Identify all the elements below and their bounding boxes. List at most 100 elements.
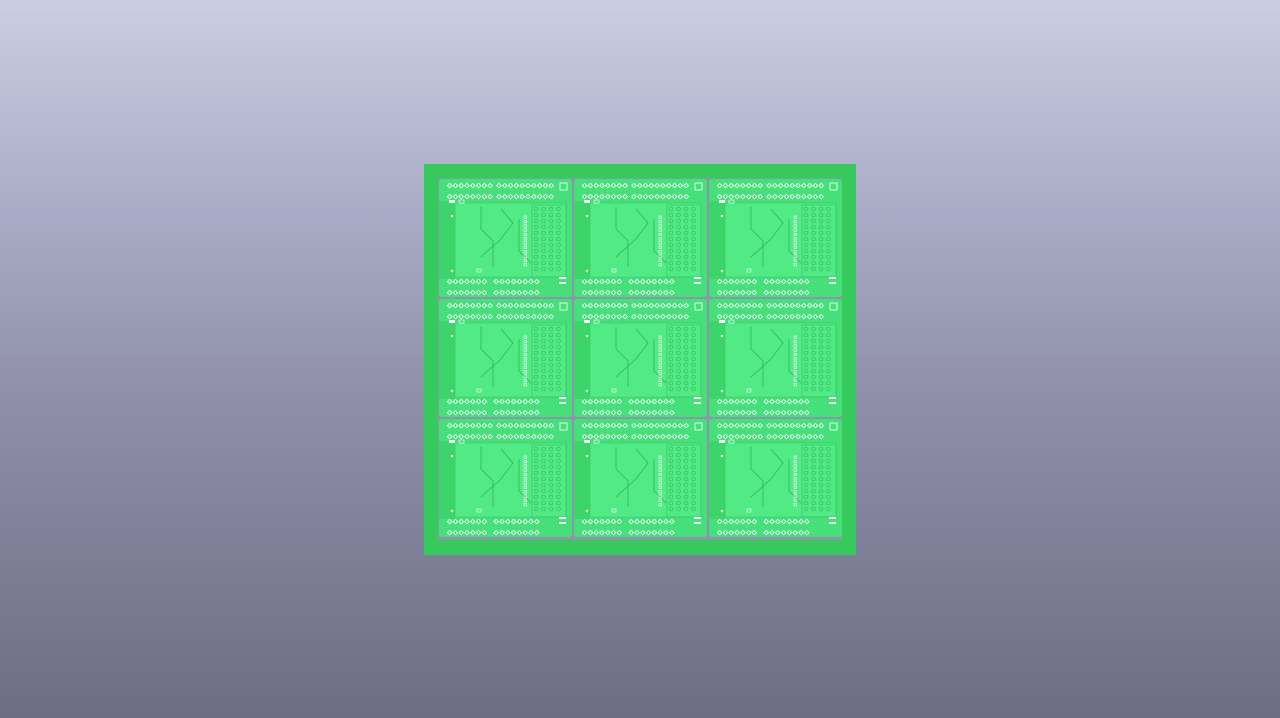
pcb-panel[interactable] [424,164,856,555]
header-pad [587,182,594,189]
connector-pin [818,482,824,488]
header-pad [734,289,740,296]
component-footprint [746,268,752,273]
ic-pad [523,494,527,498]
header-pad [610,518,617,525]
header-pad [654,193,661,200]
ic-pad [658,263,662,267]
component-footprint [719,320,725,323]
header-pad [548,422,555,429]
header-pad [774,398,781,405]
trace [518,339,532,384]
connector-pin [803,506,809,512]
header-pad [446,518,453,525]
header-pad [722,398,729,405]
pcb-board[interactable] [439,419,572,537]
connector-pin [541,242,546,248]
ic-pad [523,245,527,249]
connector-pin [683,368,689,374]
component-footprint [449,320,455,323]
header-pad [458,398,465,405]
header-pad [522,398,529,405]
pcb-board[interactable] [439,179,572,297]
connector-pin [691,506,696,512]
header-pad [683,433,690,440]
header-pad [507,193,514,200]
connector-pin [811,470,816,476]
ic-pad [793,224,797,228]
logo-marker [559,422,568,431]
header-pad [806,313,813,320]
trace [788,459,802,504]
header-pad [739,518,746,525]
pcb-board[interactable] [439,299,572,417]
header-pad [581,529,588,536]
silkscreen-mark [694,402,701,404]
connector-pin [676,362,681,368]
header-pad [446,193,453,200]
header-pad [616,278,623,285]
ic-pad [523,370,527,374]
pcb-board[interactable] [574,419,707,537]
mounting-hole [450,509,454,513]
connector-pin [691,230,696,236]
connector-pin [541,344,546,350]
header-pad [651,518,658,525]
ic-pad [793,263,797,267]
header-pad [734,529,740,536]
connector-pin [556,254,561,260]
ic-pad [523,490,527,494]
component-footprint [458,199,465,204]
trace [788,339,802,384]
header-pad [475,278,482,285]
header-pad [530,302,537,309]
connector-pin [556,500,561,506]
pcb-board[interactable] [709,179,842,297]
header-pad [599,289,605,296]
header-pad [636,433,643,440]
connector-pin [818,458,824,464]
header-pad [665,302,672,309]
connector-pin [818,362,824,368]
header-pad [458,289,465,296]
ic-pad [523,344,527,348]
header-pad [798,398,804,405]
header-pad [663,529,669,536]
header-pad [777,193,784,200]
ic-pad [658,370,662,374]
header-pad [604,422,611,429]
connector-pin [683,494,689,500]
pcb-board[interactable] [709,419,842,537]
header-pad [648,313,655,320]
header-pad [645,409,652,416]
header-pad [786,398,793,405]
trace [480,328,514,378]
component-footprint [593,319,600,324]
pcb-board[interactable] [574,299,707,417]
connector-pin [691,254,696,260]
component-footprint [584,440,590,443]
header-pad [475,398,482,405]
header-pad [610,302,617,309]
header-pad [663,289,669,296]
header-pad [528,518,534,525]
header-pad [496,433,502,440]
component-footprint [728,439,735,444]
connector-pin [691,476,696,482]
connector-pin [826,224,831,230]
header-pad [766,422,772,429]
connector-pin [668,476,674,482]
pcb-board[interactable] [574,179,707,297]
trace [480,447,494,507]
connector-pin [691,218,696,224]
connector-pin [811,248,816,254]
header-pad [525,422,531,429]
header-pad [795,302,801,309]
header-pad [542,422,549,429]
connector-pin [541,506,546,512]
connector-pin [541,368,546,374]
pcb-board[interactable] [709,299,842,417]
copper-pour [454,442,567,518]
connector-pin [541,212,546,218]
